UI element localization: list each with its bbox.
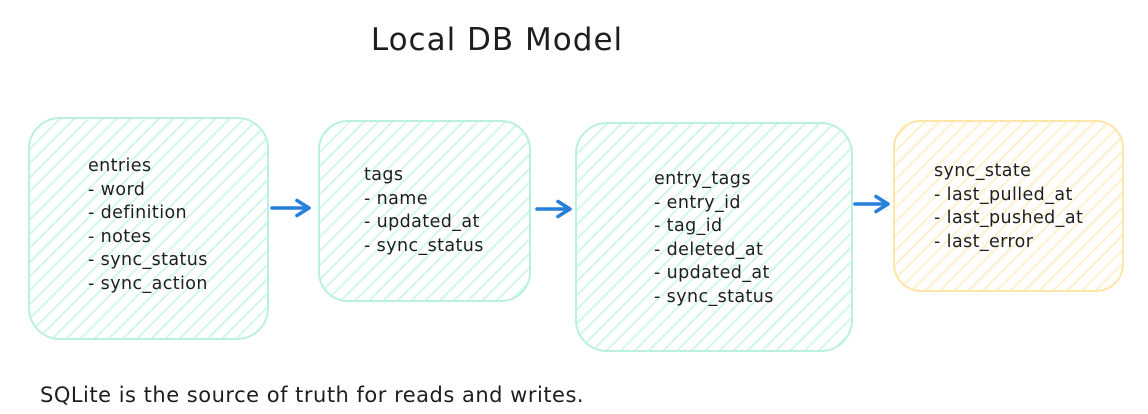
table-fields: - entry_id - tag_id - deleted_at - updated_…	[654, 192, 851, 310]
table-field: - sync_status	[88, 250, 208, 270]
table-field: - sync_status	[654, 286, 774, 307]
table-box-tags: tags - name - updated_at - sync_status	[318, 120, 531, 302]
table-field: - last_pulled_at	[934, 184, 1073, 205]
table-fields: - last_pulled_at - last_pushed_at - last_e…	[934, 184, 1122, 255]
arrow-tags-to-entry-tags	[535, 198, 575, 220]
table-field: - tag_id	[654, 216, 723, 236]
table-fields: - word - definition - notes - sync_status - …	[88, 179, 267, 297]
table-name: tags	[364, 165, 404, 185]
table-field: - entry_id	[654, 192, 741, 213]
table-field: - deleted_at	[654, 239, 764, 260]
arrow-right-icon	[535, 199, 572, 219]
table-field: - name	[364, 188, 428, 209]
table-field: - sync_status	[364, 235, 484, 256]
table-text: sync_state - last_pulled_at - last_pushed…	[934, 160, 1122, 254]
table-field: - last_pushed_at	[934, 208, 1084, 228]
table-field: - notes	[88, 226, 152, 247]
table-field: - definition	[88, 203, 188, 223]
table-field: - updated_at	[654, 263, 770, 283]
table-box-sync-state: sync_state - last_pulled_at - last_pushed…	[893, 120, 1124, 292]
table-fields: - name - updated_at - sync_status	[364, 188, 529, 259]
table-field: - sync_action	[88, 273, 208, 294]
arrow-right-icon	[270, 198, 311, 218]
table-field: - last_error	[934, 231, 1034, 252]
arrow-right-icon	[853, 194, 890, 214]
table-box-entry-tags: entry_tags - entry_id - tag_id - deleted_a…	[575, 122, 853, 352]
table-text: entry_tags - entry_id - tag_id - deleted_a…	[654, 168, 851, 309]
table-name: entries	[88, 156, 152, 176]
table-name: sync_state	[934, 161, 1032, 181]
diagram-caption: SQLite is the source of truth for reads …	[40, 383, 585, 407]
table-name: entry_tags	[654, 169, 751, 189]
table-text: tags - name - updated_at - sync_status	[364, 164, 529, 258]
table-field: - updated_at	[364, 212, 480, 232]
table-text: entries - word - definition - notes - sync_…	[88, 155, 267, 296]
table-field: - word	[88, 179, 146, 200]
table-box-entries: entries - word - definition - notes - sync_…	[28, 117, 269, 340]
arrow-entry-tags-to-sync-state	[853, 193, 893, 215]
diagram-title: Local DB Model	[370, 22, 624, 58]
arrow-entries-to-tags	[270, 197, 314, 219]
